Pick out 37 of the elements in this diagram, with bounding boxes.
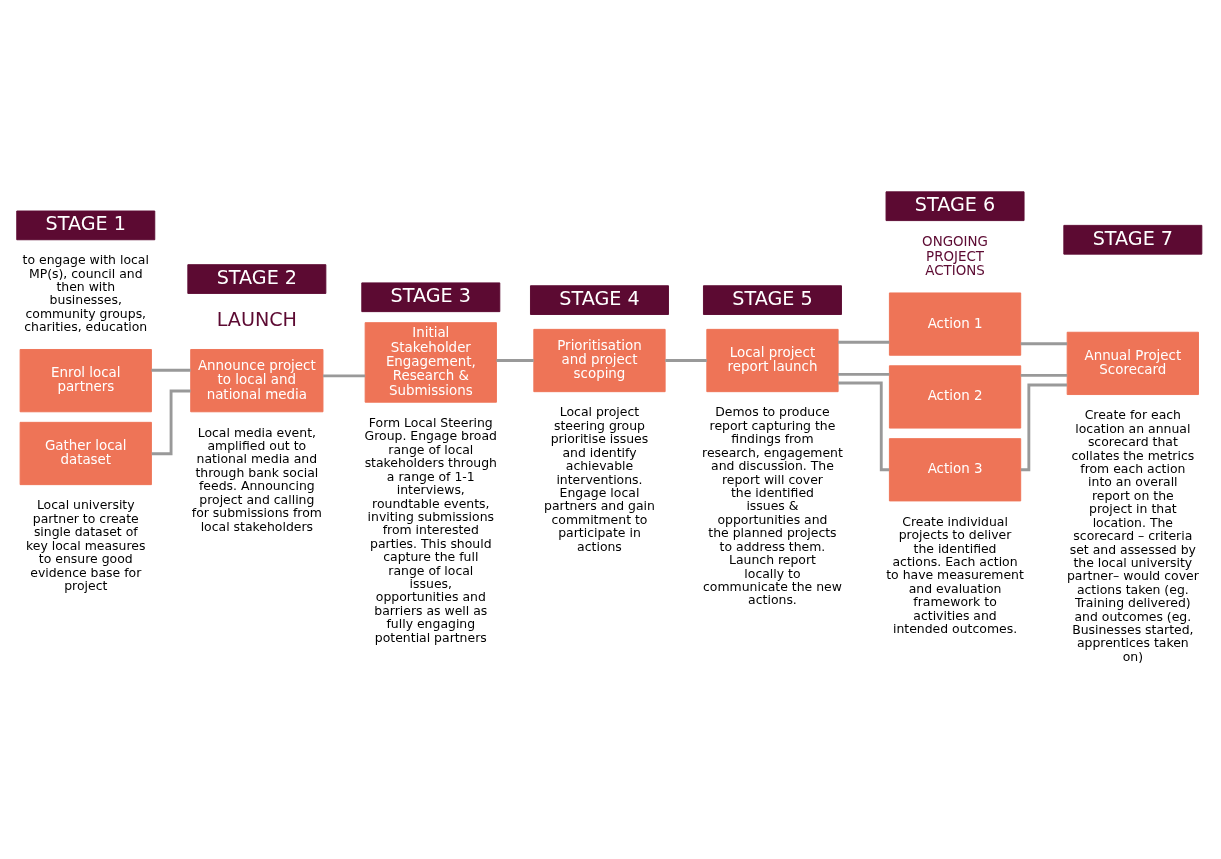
connector — [838, 340, 890, 344]
label: ONGOING PROJECT ACTIONS — [922, 233, 988, 278]
node-box: Enrol local partners — [19, 348, 152, 412]
node-box: STAGE 7 — [1063, 224, 1203, 255]
node-box: STAGE 5 — [703, 284, 842, 315]
node-label: Local media event, amplified out to national media and through bank social feeds. Announcing project and calling for submissions from local stakeholders — [191, 424, 322, 534]
connector — [323, 373, 365, 377]
node-label: Local university partner to create single dataset of key local measures to ensure good evidence base for project — [26, 496, 146, 593]
connector — [1020, 373, 1068, 377]
node-label: to engage with local MP(s), council and then with businesses, community groups, charities, education — [22, 251, 149, 334]
node-box: STAGE 1 — [16, 210, 156, 240]
node-box: Initial Stakeholder Engagement, Research & Submissions — [364, 321, 497, 403]
node-box: Announce project to local and national media — [190, 348, 324, 412]
connector — [838, 381, 890, 471]
node-box: Annual Project Scorecard — [1066, 331, 1199, 395]
node-label: Create for each location an annual scorecard that collates the metrics from each action into an overall report on the project in that location. The scorecard – criteria set and assessed by the local university partner– would cover actions taken (eg. Training delivered) and outcomes (eg. Businesses started, apprentices taken on) — [1066, 406, 1199, 664]
node-box: Action 2 — [888, 364, 1022, 429]
connector — [838, 372, 890, 376]
node-label: LAUNCH — [216, 307, 298, 331]
connector — [1020, 341, 1068, 345]
node-box: Action 3 — [888, 437, 1022, 501]
node-box: Gather local dataset — [19, 421, 152, 485]
node-box: Local project report launch — [706, 328, 839, 392]
connector — [151, 368, 191, 372]
node-box: Action 1 — [888, 291, 1022, 356]
connector — [665, 358, 707, 362]
node-box: STAGE 4 — [530, 284, 669, 315]
connector — [1020, 383, 1067, 471]
node-label: Demos to produce report capturing the findings from research, engagement and discussion. The report will cover the identified issues & opportunities and the planned projects to address them. Launch report locally to communicate the new actions. — [702, 403, 843, 607]
connector — [496, 358, 534, 362]
node-box: STAGE 6 — [885, 190, 1025, 221]
node-box: STAGE 3 — [361, 281, 501, 312]
node-label: Create individual projects to deliver the identified actions. Each action to have measurement and evaluation framework to activities and intended outcomes. — [886, 513, 1024, 636]
node-box: STAGE 2 — [187, 263, 327, 294]
node-label: Local project steering group prioritise issues and identify achievable interventions. Engage local partners and gain commitment to participate in actions — [544, 403, 655, 554]
node-box: Prioritisation and project scoping — [533, 328, 666, 392]
node-label: Form Local Steering Group. Engage broad range of local stakeholders through a range of 1-1 interviews, roundtable events, inviting submissions from interested parties. This should capture the full range of local issues, opportunities and barriers as well as fully engaging potential partners — [364, 414, 497, 645]
